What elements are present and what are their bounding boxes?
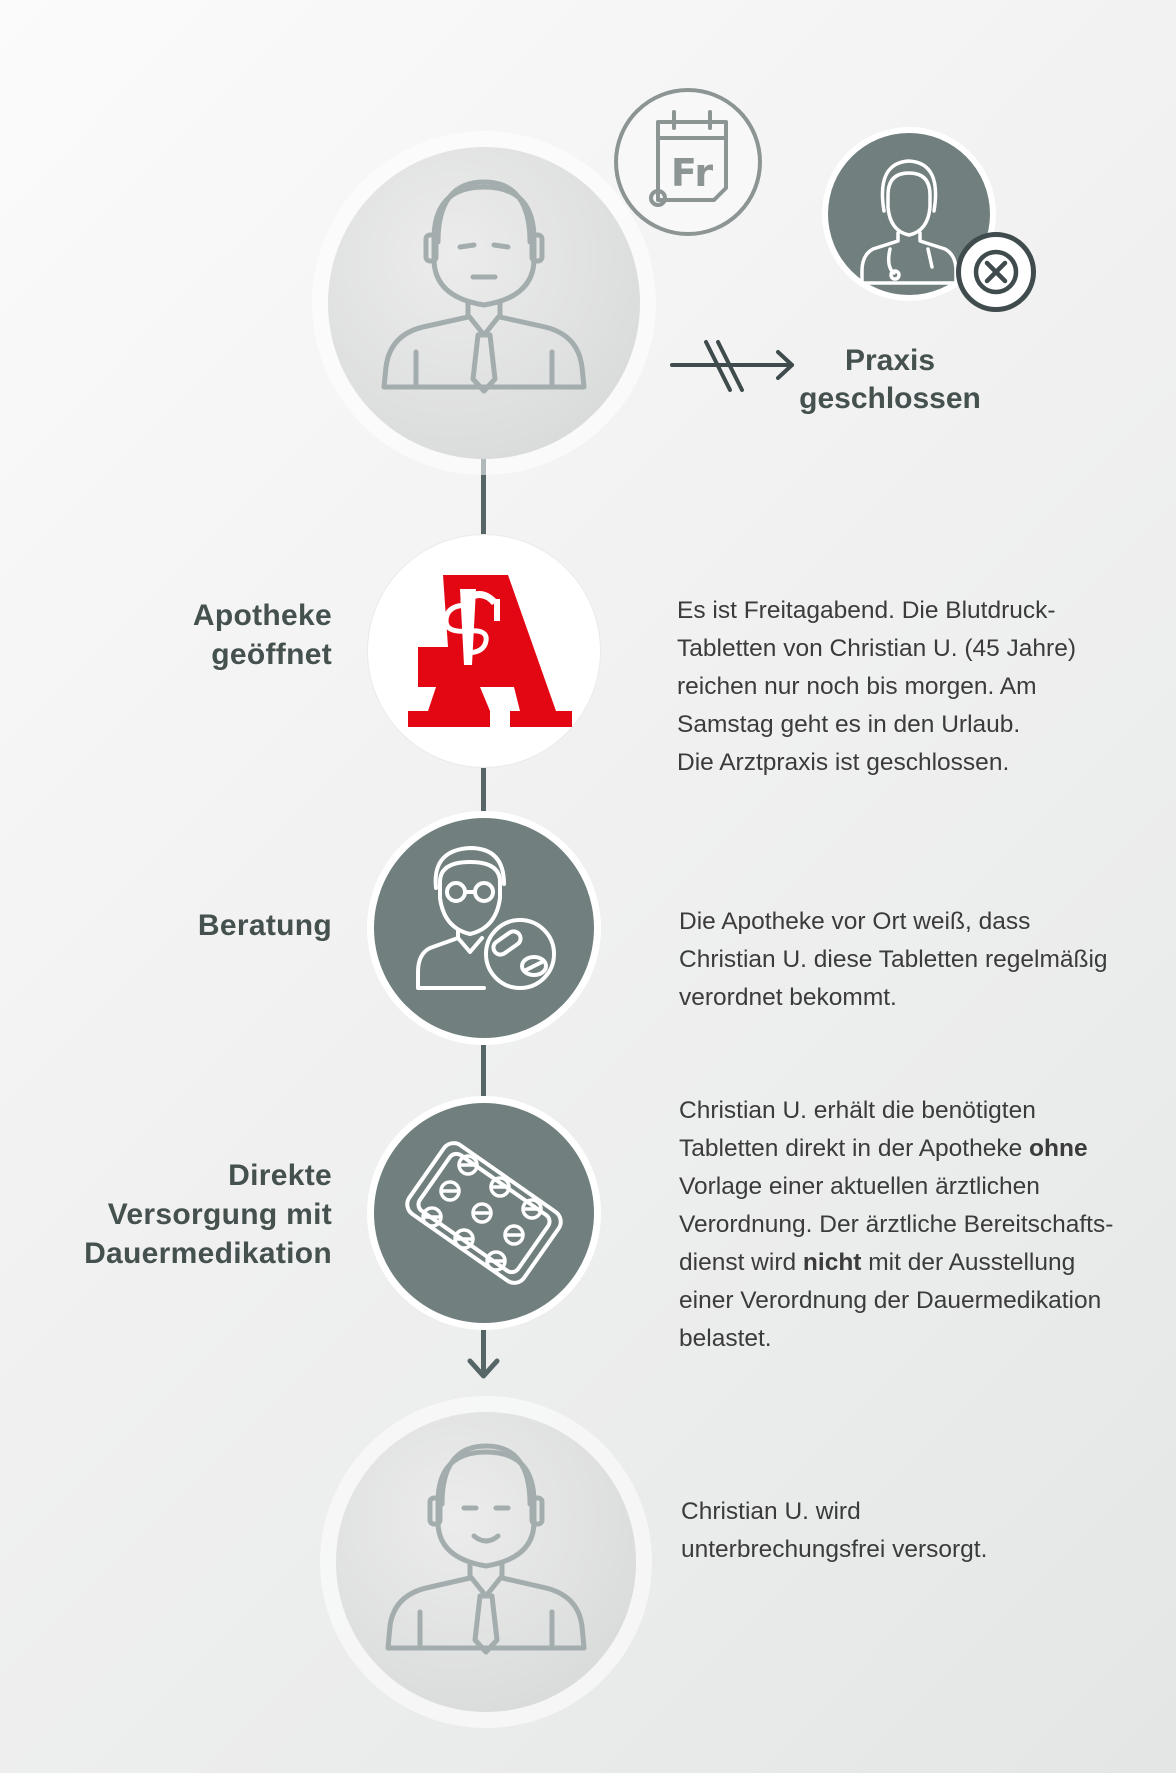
desc-line: Die Arztpraxis ist geschlossen.	[677, 749, 1010, 776]
desc-line: Es ist Freitagabend. Die Blutdruck-	[677, 597, 1056, 624]
praxis-line-2: geschlossen	[799, 382, 981, 415]
desc-line: einer Verordnung der Dauermedikation	[679, 1287, 1102, 1314]
label-line: Direkte	[228, 1159, 332, 1192]
desc-line: belastet.	[679, 1325, 772, 1352]
desc-line: Christian U. diese Tabletten regelmäßig	[679, 946, 1108, 973]
desc-text: dienst wird	[679, 1249, 803, 1276]
step-desc-versorgung: Christian U. erhält die benötigten Table…	[679, 1092, 1113, 1358]
happy-man-icon	[385, 1443, 587, 1655]
desc-line: Tabletten von Christian U. (45 Jahre)	[677, 635, 1076, 662]
desc-line-mixed: Tabletten direkt in der Apotheke ohne	[679, 1130, 1113, 1168]
desc-bold-nicht: nicht	[802, 1249, 862, 1276]
connector-line-2	[481, 760, 486, 812]
desc-bold-ohne: ohne	[1029, 1135, 1088, 1162]
connector-line-4	[481, 1330, 486, 1372]
desc-text: mit der Ausstellung	[861, 1249, 1076, 1276]
desc-text: Tabletten direkt in der Apotheke	[679, 1135, 1030, 1162]
praxis-closed-label: Praxis geschlossen	[790, 342, 990, 418]
desc-line: unterbrechungsfrei versorgt.	[681, 1536, 988, 1563]
label-line: geöffnet	[211, 638, 332, 671]
apotheke-a-icon	[408, 575, 572, 727]
praxis-line-1: Praxis	[844, 344, 936, 377]
desc-line: Vorlage einer aktuellen ärztlichen	[679, 1173, 1040, 1200]
label-line: Apotheke	[192, 599, 332, 632]
step-desc-apotheke: Es ist Freitagabend. Die Blutdruck- Tabl…	[677, 592, 1076, 782]
closed-x-circle	[956, 232, 1036, 312]
pill-blister-icon	[405, 1141, 563, 1285]
step-desc-beratung: Die Apotheke vor Ort weiß, dass Christia…	[679, 903, 1108, 1017]
step-label-apotheke: Apotheke geöffnet	[60, 596, 332, 674]
step-label-versorgung: Direkte Versorgung mit Dauermedikation	[40, 1156, 332, 1273]
person-circle-end	[336, 1412, 636, 1712]
connector-line-3	[481, 1045, 486, 1100]
desc-line: Christian U. erhält die benötigten	[679, 1097, 1036, 1124]
apotheke-circle	[368, 535, 600, 767]
female-doctor-icon	[860, 159, 958, 285]
label-line: Versorgung mit	[107, 1198, 332, 1231]
desc-line: verordnet bekommt.	[679, 984, 897, 1011]
step-desc-result: Christian U. wird unterbrechungsfrei ver…	[681, 1493, 987, 1569]
versorgung-circle	[374, 1103, 594, 1323]
calendar-icon: Fr	[649, 110, 728, 207]
label-line: Dauermedikation	[84, 1237, 332, 1270]
step-label-beratung: Beratung	[60, 906, 332, 945]
beratung-circle	[374, 818, 594, 1038]
desc-line: reichen nur noch bis morgen. Am	[677, 673, 1037, 700]
desc-line-mixed: dienst wird nicht mit der Ausstellung	[679, 1244, 1113, 1282]
desc-line: Samstag geht es in den Urlaub.	[677, 711, 1021, 738]
label-line: Beratung	[197, 909, 332, 942]
desc-line: Die Apotheke vor Ort weiß, dass	[679, 908, 1031, 935]
calendar-day-label: Fr	[671, 151, 714, 195]
desc-line: Christian U. wird	[681, 1498, 861, 1525]
pharmacist-pill-icon	[416, 846, 556, 990]
connector-line-1	[481, 450, 486, 540]
sad-man-icon	[381, 179, 587, 394]
calendar-circle: Fr	[614, 88, 762, 236]
close-icon	[973, 249, 1019, 295]
desc-line: Verordnung. Der ärztliche Bereitschafts-	[679, 1211, 1114, 1238]
person-circle-start	[328, 147, 640, 459]
